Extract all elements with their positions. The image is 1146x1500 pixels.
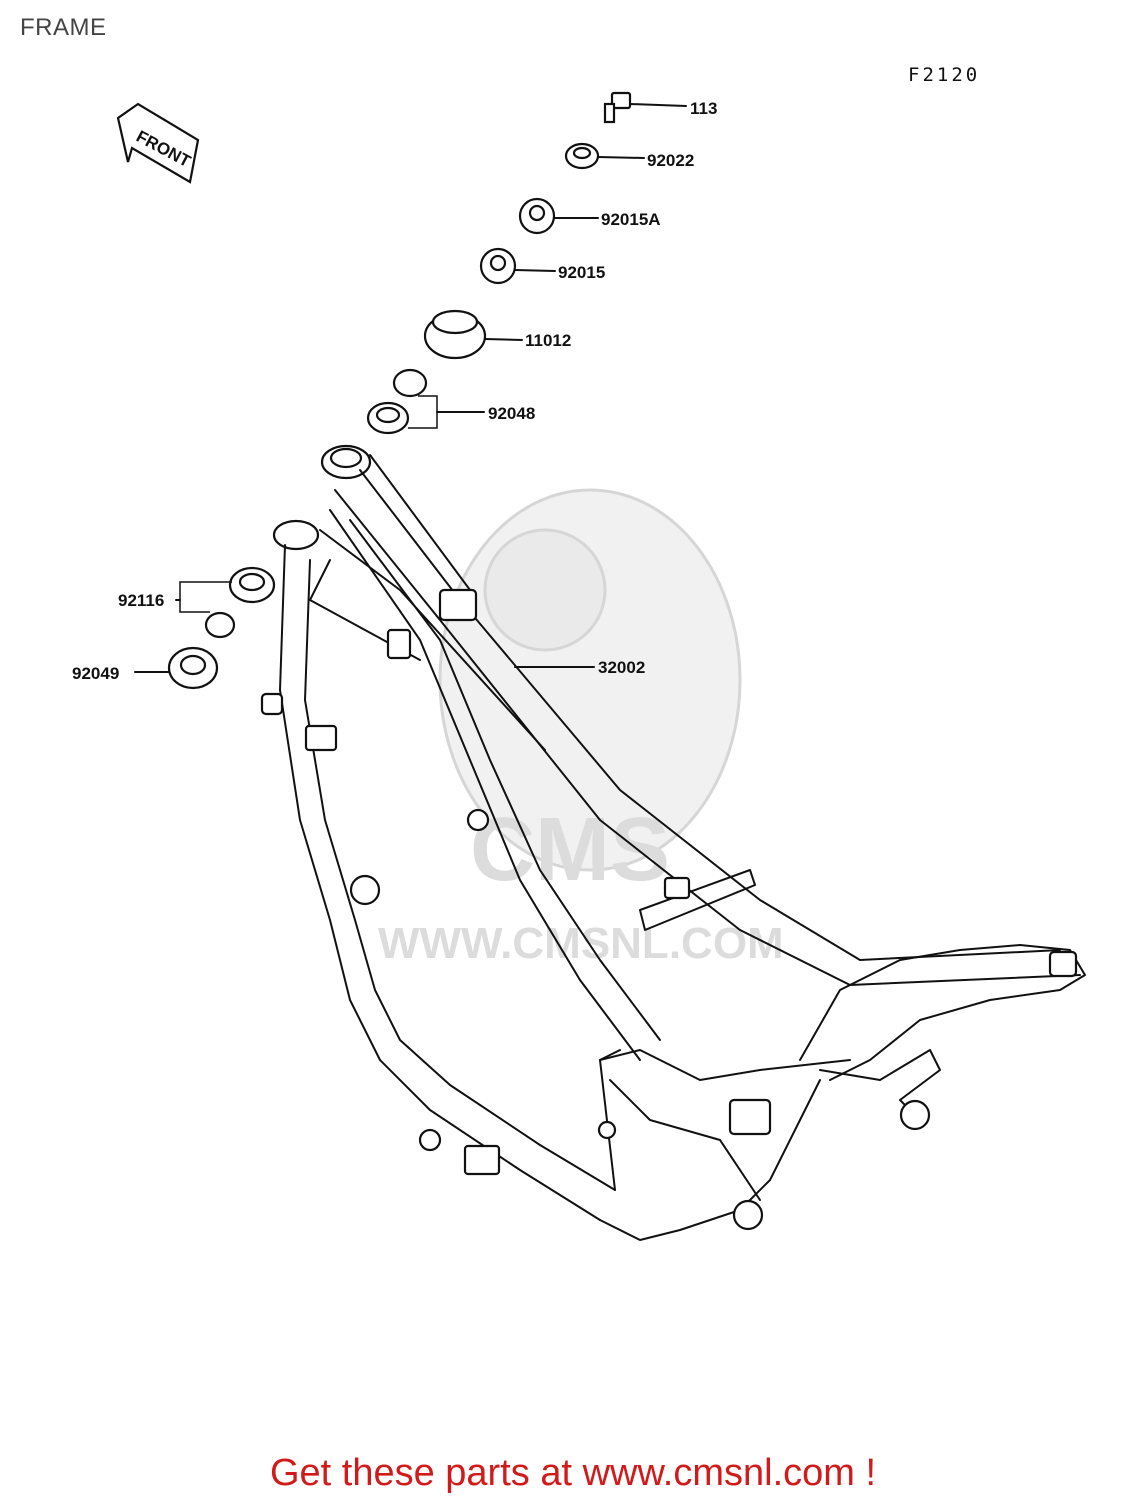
part-label-92015a: 92015A <box>601 210 661 229</box>
part-label-113: 113 <box>690 99 717 118</box>
part-label-92015: 92015 <box>558 263 605 282</box>
watermark-url: WWW.CMSNL.COM <box>378 919 784 968</box>
lower-bearing-icon <box>175 566 276 639</box>
bearing-icon <box>366 368 485 435</box>
part-label-92116: 92116 <box>118 591 164 610</box>
part-label-92022: 92022 <box>647 151 694 170</box>
part-label-11012: 11012 <box>525 331 571 350</box>
bolt-icon <box>603 91 687 124</box>
watermark: CMS WWW.CMSNL.COM <box>378 488 784 968</box>
front-direction-arrow: FRONT <box>116 102 200 184</box>
steering-nut-icon <box>479 247 556 285</box>
part-label-92049: 92049 <box>72 664 119 683</box>
stem-cap-icon <box>423 309 523 360</box>
castle-nut-icon <box>518 197 599 235</box>
washer-icon <box>564 142 645 170</box>
figure-code: F2120 <box>908 64 981 86</box>
part-label-32002: 32002 <box>598 658 645 677</box>
page-title: FRAME <box>20 14 107 41</box>
watermark-logo: CMS <box>470 800 670 900</box>
part-label-92048: 92048 <box>488 404 535 423</box>
frame-icon <box>260 444 1086 1241</box>
oil-seal-icon <box>134 646 219 690</box>
cta-link[interactable]: Get these parts at www.cmsnl.com ! <box>269 1452 877 1494</box>
